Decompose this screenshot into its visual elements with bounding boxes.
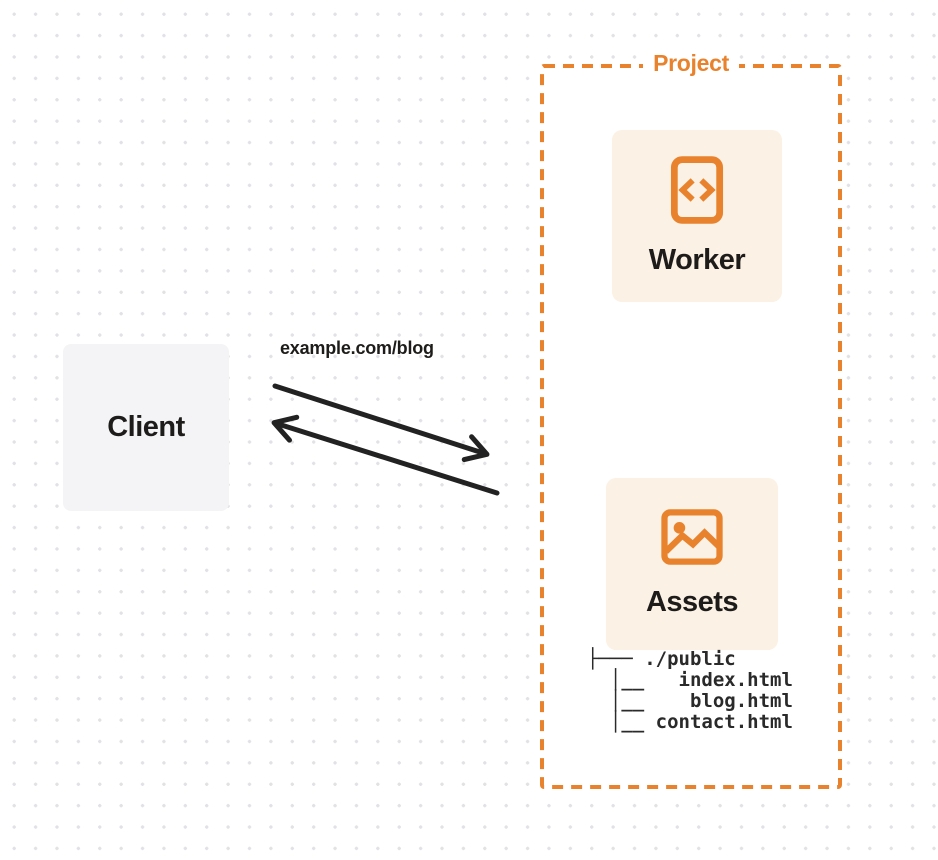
response-arrow [271, 414, 500, 496]
tree-line-public: ├─── ./public [587, 648, 736, 670]
project-label: Project [643, 48, 739, 78]
code-file-icon [670, 156, 724, 224]
assets-file-tree: ├─── ./public │__ index.html │__ blog.ht… [587, 649, 793, 733]
client-label: Client [107, 411, 185, 443]
image-icon [661, 509, 723, 565]
tree-line-blog: │__ blog.html [587, 690, 793, 712]
project-label-row: Project [540, 48, 842, 78]
worker-label: Worker [648, 244, 746, 277]
client-node: Client [63, 344, 229, 511]
project-dashed-border [540, 64, 842, 789]
assets-node: Assets [606, 478, 778, 650]
request-url-label: example.com/blog [280, 338, 434, 358]
worker-node: Worker [612, 130, 782, 302]
project-container: Project Worker Assets ├─── ./public │__ … [540, 48, 842, 789]
tree-line-contact: │__ contact.html [587, 711, 793, 733]
tree-line-index: │__ index.html [587, 669, 793, 691]
assets-label: Assets [645, 586, 739, 619]
request-arrow [272, 383, 490, 463]
